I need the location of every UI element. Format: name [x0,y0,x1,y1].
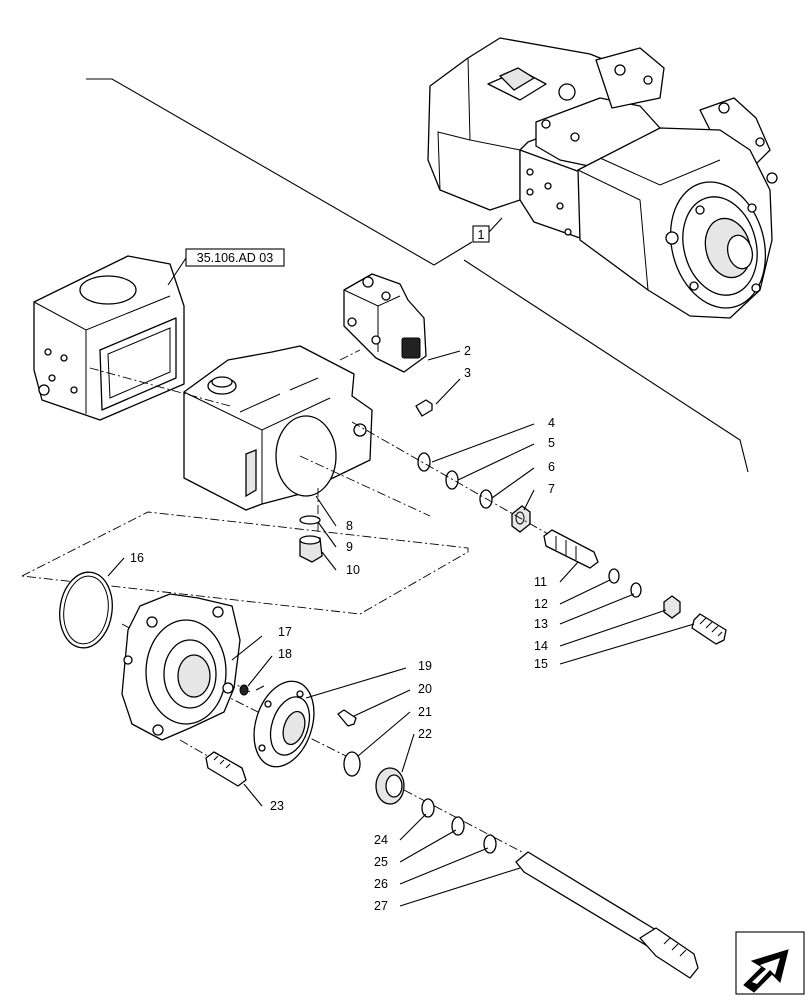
part-17-cover [121,593,241,741]
callout-10: 10 [346,563,360,577]
part-19-plate [253,680,315,768]
callout-13: 13 [534,617,548,631]
callout-27: 27 [374,899,388,913]
part-23-bolt [205,751,247,787]
part-12-ring [608,568,620,584]
part-18-plug [239,684,249,696]
part-22-bearing [375,767,405,805]
callout-5: 5 [548,436,555,450]
callout-3: 3 [464,366,471,380]
part-9-oring [299,515,321,525]
callout-7: 7 [548,482,555,496]
callout-19: 19 [418,659,432,673]
part-26-ring [483,834,497,854]
callout-4: 4 [548,416,555,430]
pump-housing [183,345,373,511]
part-10-plug [299,535,323,563]
part-14-nut [663,595,681,619]
next-page-arrow-icon[interactable] [735,931,805,995]
part-25-ring [451,816,465,836]
part-15-screw [691,613,727,645]
callout-25: 25 [374,855,388,869]
part-3-pin [415,399,433,417]
part-2-control-valve [343,273,427,373]
callout-2: 2 [464,344,471,358]
callout-24: 24 [374,833,388,847]
part-4-oring [417,452,431,472]
callout-11: 11 [534,575,547,589]
part-11-spool [543,529,599,569]
callout-labels: 2 3 4 5 6 7 8 9 10 11 12 13 14 15 16 17 … [130,344,555,913]
part-20-screw [337,709,357,727]
reference-label: 35.106.AD 03 [197,251,273,265]
callout-15: 15 [534,657,548,671]
callout-6: 6 [548,460,555,474]
main-pump-assembly [427,37,778,319]
callout-17: 17 [278,625,292,639]
callout-14: 14 [534,639,548,653]
assembly-marker-label: 1 [478,228,485,242]
callout-26: 26 [374,877,388,891]
callout-18: 18 [278,647,292,661]
callout-23: 23 [270,799,284,813]
assembly-marker: 1 [472,217,503,243]
callout-leaders [107,350,695,907]
callout-22: 22 [418,727,432,741]
callout-21: 21 [418,705,432,719]
callout-20: 20 [418,682,432,696]
part-16-large-oring [59,571,113,649]
callout-9: 9 [346,540,353,554]
callout-16: 16 [130,551,144,565]
part-13-ring [630,582,642,598]
part-21-snap-ring [343,751,361,777]
callout-8: 8 [346,519,353,533]
callout-12: 12 [534,597,548,611]
part-27-shaft [515,851,699,979]
frame-lines [86,78,749,473]
reference-housing: 35.106.AD 03 [33,248,285,421]
part-5-ring [445,470,459,490]
part-24-ring [421,798,435,818]
